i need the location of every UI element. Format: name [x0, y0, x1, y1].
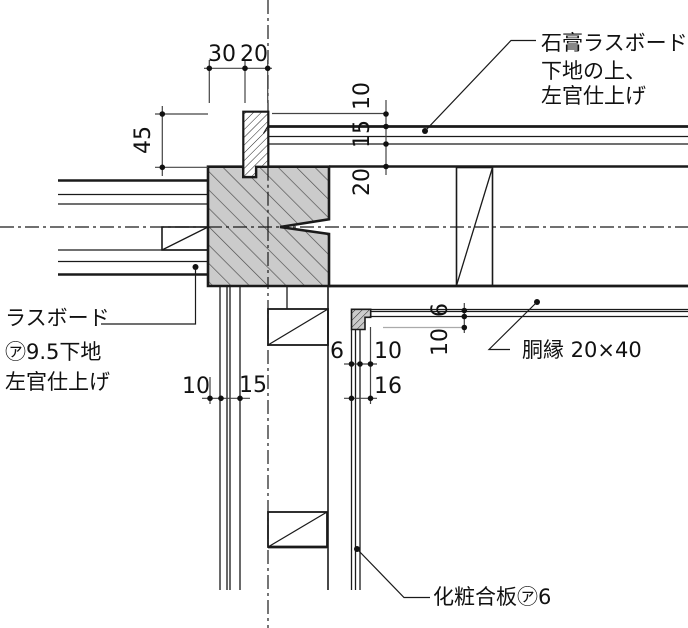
dim-top-20: 20 [240, 42, 268, 67]
dim-ceil-10: 10 [428, 328, 453, 356]
edge-trim-hatched [350, 308, 372, 331]
left-lower-finish-lines [58, 249, 208, 276]
dim-right-dots [383, 111, 389, 170]
centerline-overlays [208, 166, 280, 286]
left-wall-finish-verticals [219, 286, 241, 590]
left-furring-section [161, 226, 209, 251]
note-lathboard-line1: ラスボード [5, 306, 110, 330]
dim-wall-left-dots [207, 395, 243, 402]
dim-top-30: 30 [208, 42, 236, 67]
dim-right-20: 20 [350, 168, 375, 196]
note-plywood: 化粧合板㋐6 [433, 585, 551, 609]
dim-right-15: 15 [350, 120, 375, 148]
dim-ceiling-lower-dots [461, 307, 468, 331]
dim-right-10: 10 [350, 82, 375, 110]
note-plaster-top-line1: 石膏ラスボード [541, 31, 688, 55]
dim-wall-10: 10 [182, 374, 210, 399]
leader-plywood [354, 546, 430, 599]
dim-ply-6: 6 [330, 339, 344, 364]
dim-wall-15: 15 [239, 373, 267, 398]
note-plaster-top-line3: 左官仕上げ [541, 84, 646, 108]
wall-furring-upper [267, 308, 329, 346]
dim-plywood-dots [348, 361, 374, 402]
dim-ceil-6: 6 [428, 303, 453, 317]
dim-45-dots [159, 111, 166, 171]
wall-furring-lower [267, 511, 328, 549]
lower-wall-frame-lines [286, 286, 329, 590]
dim-ply-16: 16 [374, 374, 402, 399]
note-lathboard-line2: ㋐9.5下地 [5, 340, 101, 364]
leader-lathboard [101, 264, 199, 325]
right-plaster-finish-lines [268, 125, 688, 288]
leader-plaster-top [422, 39, 536, 134]
dim-ply-10: 10 [374, 339, 402, 364]
note-furring: 胴縁 20×40 [522, 338, 642, 362]
trim-strip-hatched [242, 110, 270, 179]
trim-plaster-wedge [262, 125, 269, 134]
right-furring-section [455, 166, 494, 287]
note-lathboard-line3: 左官仕上げ [5, 370, 110, 394]
right-lower-board-lines [370, 308, 688, 318]
dim-top-dots [206, 65, 271, 72]
dim-left-45: 45 [131, 126, 156, 154]
leader-furring [487, 299, 540, 351]
note-plaster-top-line2: 下地の上、 [541, 59, 646, 83]
left-upper-finish-lines [58, 179, 208, 205]
